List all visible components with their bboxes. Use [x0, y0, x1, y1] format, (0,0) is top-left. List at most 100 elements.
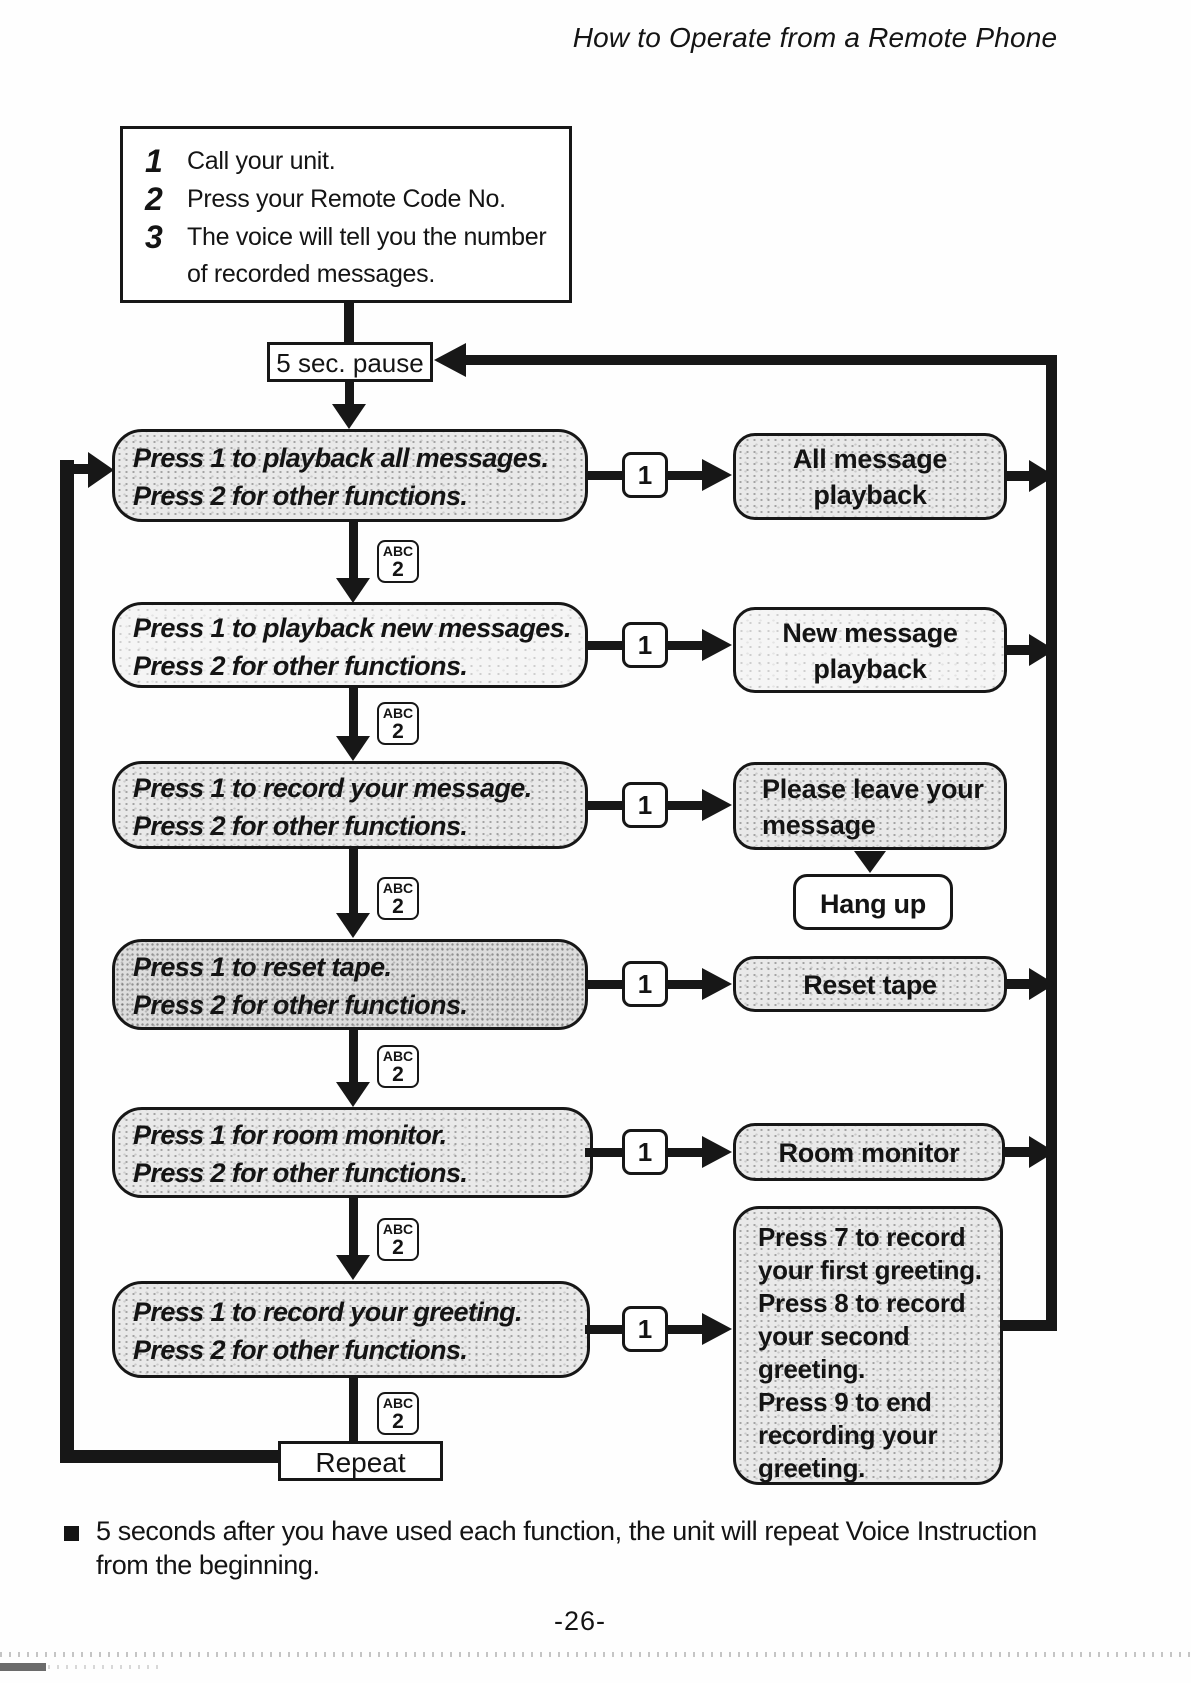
result-line: Please leave your: [762, 774, 984, 804]
key-abc-2-icon: ABC 2: [377, 1392, 419, 1435]
prompt-line: Press 2 for other functions.: [133, 1158, 468, 1188]
key-abc-label: ABC: [382, 879, 414, 896]
arrowhead-down-icon: [336, 1082, 370, 1107]
prompt-line: Press 2 for other functions.: [133, 481, 468, 511]
arrowhead-right-icon: [702, 789, 732, 821]
result-line: Press 7 to record: [758, 1222, 966, 1252]
result-box-reset-tape: Reset tape: [733, 956, 1007, 1012]
prompt-line: Press 1 to record your message.: [133, 773, 532, 803]
result-line: greeting.: [758, 1453, 866, 1483]
result-line: Room monitor: [778, 1138, 960, 1168]
connector-line: [349, 1378, 358, 1441]
prompt-box-record-greeting: Press 1 to record your greeting. Press 2…: [112, 1281, 590, 1378]
connector-line: [1005, 1147, 1031, 1157]
scan-noise: [48, 1665, 158, 1669]
loop-arrowhead-left-icon: [434, 343, 466, 377]
arrowhead-right-icon: [1029, 968, 1055, 1000]
result-line: Reset tape: [803, 970, 937, 1000]
connector-line: [585, 1325, 622, 1334]
arrowhead-right-icon: [702, 1313, 732, 1345]
connector-line: [668, 1325, 704, 1334]
intro-step: 1 Call your unit.: [145, 143, 336, 180]
key-1-icon: 1: [622, 782, 668, 828]
intro-steps-box: 1 Call your unit. 2 Press your Remote Co…: [120, 126, 572, 303]
connector-line: [349, 849, 358, 915]
connector-line: [585, 471, 622, 480]
result-line: your first greeting.: [758, 1255, 982, 1285]
connector-line: [585, 980, 622, 989]
key-abc-label: ABC: [382, 1047, 414, 1064]
connector-line: [585, 801, 622, 810]
connector-line: [345, 380, 354, 406]
key-abc-label: ABC: [382, 1394, 414, 1411]
result-box-please-leave-message: Please leave your message: [733, 762, 1007, 850]
connector-line: [344, 301, 354, 344]
connector-line: [585, 1148, 622, 1157]
step-number: 1: [145, 143, 163, 179]
result-line: All message: [792, 444, 948, 474]
intro-step: 2 Press your Remote Code No.: [145, 181, 506, 218]
step-text-line: The voice will tell you the number: [187, 223, 547, 251]
result-line: Press 8 to record: [758, 1288, 966, 1318]
key-2-label: 2: [392, 894, 404, 918]
key-1-icon: 1: [622, 1306, 668, 1352]
key-abc-2-icon: ABC 2: [377, 877, 419, 920]
arrowhead-down-icon: [332, 404, 366, 429]
result-line: Press 9 to end: [758, 1387, 932, 1417]
result-box-all-message-playback: All message playback: [733, 433, 1007, 520]
prompt-line: Press 1 to record your greeting.: [133, 1297, 523, 1327]
step-number: 2: [145, 181, 163, 217]
key-abc-label: ABC: [382, 704, 414, 721]
step-text: Call your unit.: [187, 147, 336, 175]
prompt-line: Press 1 to playback new messages.: [133, 613, 572, 643]
bullet-square-icon: [64, 1526, 79, 1541]
result-line: greeting.: [758, 1354, 866, 1384]
key-abc-2-icon: ABC 2: [377, 702, 419, 745]
page-number: -26-: [553, 1606, 606, 1636]
connector-line: [349, 1198, 358, 1257]
prompt-line: Press 2 for other functions.: [133, 990, 468, 1020]
arrowhead-right-icon: [702, 968, 732, 1000]
key-abc-2-icon: ABC 2: [377, 1045, 419, 1088]
connector-line: [668, 471, 704, 480]
result-line: your second: [758, 1321, 910, 1351]
intro-step: 3 The voice will tell you the number of …: [145, 219, 547, 293]
arrowhead-down-icon: [854, 851, 886, 873]
loop-bottom-elbow: [1001, 1320, 1057, 1331]
arrowhead-right-icon: [702, 459, 732, 491]
key-abc-label: ABC: [382, 1220, 414, 1237]
footnote-line: from the beginning.: [96, 1550, 320, 1580]
connector-line: [668, 801, 704, 810]
loop-top-line: [464, 355, 1057, 365]
connector-line: [349, 1030, 358, 1084]
loop-right-line: [1046, 355, 1057, 1331]
connector-line: [349, 522, 358, 580]
prompt-line: Press 2 for other functions.: [133, 651, 468, 681]
prompt-box-playback-all: Press 1 to playback all messages. Press …: [112, 429, 588, 522]
pause-box: 5 sec. pause: [267, 342, 433, 382]
scan-noise: [0, 1663, 46, 1671]
prompt-box-reset-tape: Press 1 to reset tape. Press 2 for other…: [112, 939, 588, 1030]
arrowhead-right-icon: [88, 452, 114, 488]
page-title: How to Operate from a Remote Phone: [572, 22, 1058, 53]
prompt-line: Press 2 for other functions.: [133, 1335, 468, 1365]
connector-line: [1005, 645, 1031, 655]
repeat-box: Repeat: [278, 1441, 443, 1481]
step-text-line: of recorded messages.: [187, 260, 435, 288]
result-box-record-greetings: Press 7 to record your first greeting. P…: [733, 1206, 1003, 1485]
result-line: New message: [782, 618, 958, 648]
hang-up-box: Hang up: [793, 874, 953, 930]
prompt-line: Press 2 for other functions.: [133, 811, 468, 841]
prompt-line: Press 1 to playback all messages.: [133, 443, 549, 473]
scan-noise: [0, 1652, 1191, 1657]
key-1-icon: 1: [622, 961, 668, 1007]
arrowhead-right-icon: [702, 629, 732, 661]
result-line: playback: [813, 654, 927, 684]
key-1-icon: 1: [622, 1129, 668, 1175]
prompt-box-room-monitor: Press 1 for room monitor. Press 2 for ot…: [112, 1107, 593, 1198]
key-2-label: 2: [392, 1062, 404, 1086]
key-2-label: 2: [392, 719, 404, 743]
connector-line: [668, 1148, 704, 1157]
key-2-label: 2: [392, 557, 404, 581]
